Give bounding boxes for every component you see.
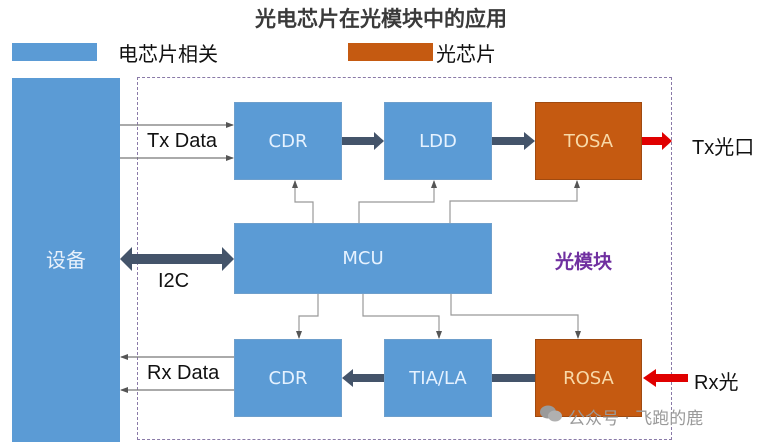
mcu-block: MCU xyxy=(234,223,492,294)
tx-optical-arrow xyxy=(642,132,672,150)
mcu-to-tosa-line xyxy=(449,180,580,223)
diagram-title: 光电芯片在光模块中的应用 xyxy=(255,7,507,31)
i2c-bidirectional-arrow xyxy=(120,247,234,271)
mcu-to-rosa-line xyxy=(450,294,581,339)
legend-label-optical: 光芯片 xyxy=(436,42,496,66)
tosa-block: TOSA xyxy=(535,102,642,180)
legend-swatch-optical xyxy=(348,43,433,61)
arrow-ldd-to-tosa xyxy=(492,132,535,150)
optical-module-label: 光模块 xyxy=(555,251,613,273)
rx-data-label: Rx Data xyxy=(147,362,220,384)
tia-la-block: TIA/LA xyxy=(384,339,492,417)
i2c-label: I2C xyxy=(158,270,190,292)
mcu-to-cdr-rx-line xyxy=(296,294,319,339)
arrow-tia-la-to-cdr xyxy=(342,369,384,387)
mcu-to-cdr-tx-line xyxy=(292,180,314,223)
cdr-rx-block: CDR xyxy=(234,339,342,417)
wechat-icon xyxy=(540,405,562,428)
mcu-to-tia-la-line xyxy=(362,294,442,339)
watermark-text: 公众号 · 飞跑的鹿 xyxy=(568,409,704,429)
tx-optical-port-label: Tx光口 xyxy=(692,137,755,159)
cdr-tx-block: CDR xyxy=(234,102,342,180)
device-block: 设备 xyxy=(12,78,120,442)
ldd-block: LDD xyxy=(384,102,492,180)
arrow-cdr-to-ldd xyxy=(342,132,384,150)
rx-optical-arrow xyxy=(643,369,688,387)
legend-label-electrical: 电芯片相关 xyxy=(118,42,218,66)
mcu-to-ldd-line xyxy=(358,180,437,223)
rx-optical-label: Rx光 xyxy=(694,372,739,394)
legend-swatch-electrical xyxy=(12,43,97,61)
tx-data-label: Tx Data xyxy=(147,130,218,152)
watermark: 公众号 · 飞跑的鹿 xyxy=(540,404,703,429)
device-label: 设备 xyxy=(46,248,86,272)
rosa-block: ROSA xyxy=(535,339,642,417)
